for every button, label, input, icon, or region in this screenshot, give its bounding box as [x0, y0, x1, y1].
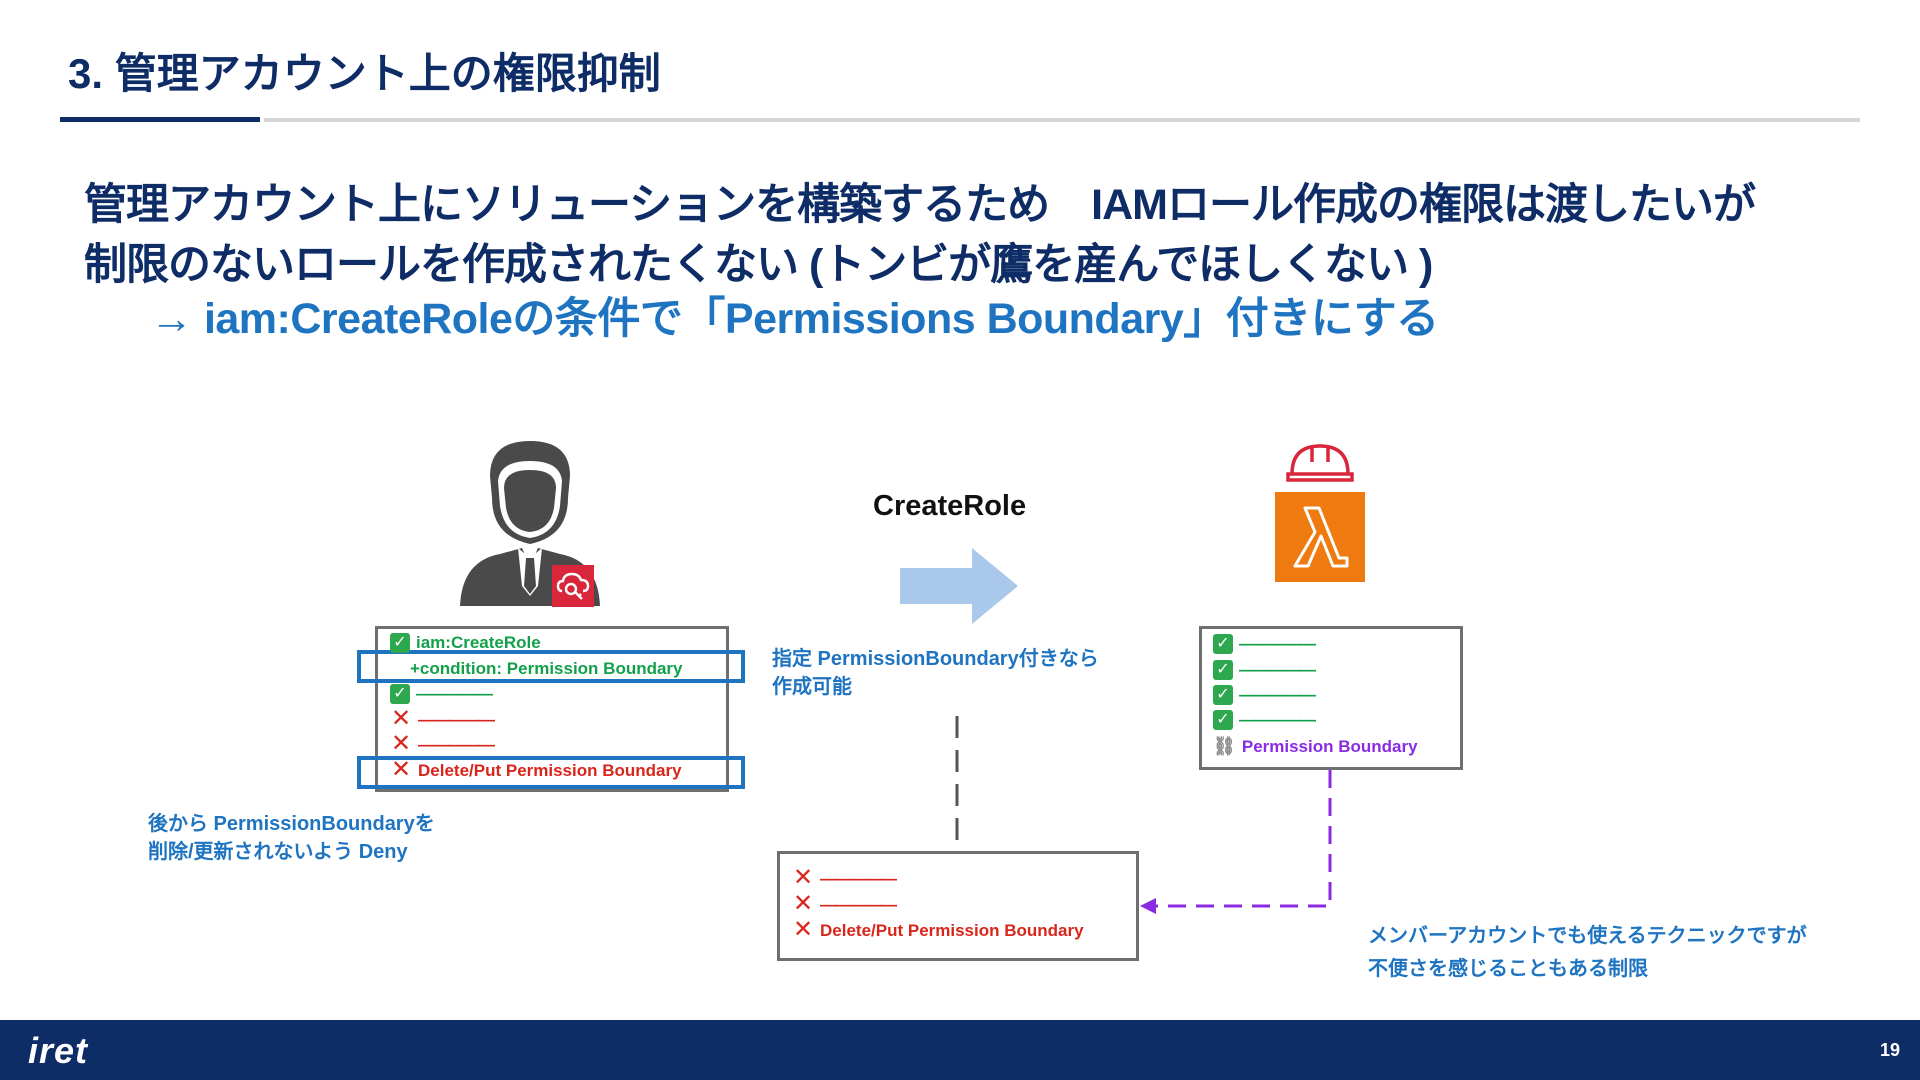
note-left-line-1: 後から PermissionBoundaryを: [148, 813, 435, 835]
left-policy-line-5: ✕―――――: [390, 730, 495, 757]
left-policy-line-1: ✓iam:CreateRole: [390, 633, 541, 653]
note-right-line-1: メンバーアカウントでも使えるテクニックですが: [1368, 925, 1807, 947]
right-policy-box: [1199, 626, 1463, 770]
note-right-line-2: 不便さを感じることもある制限: [1368, 958, 1648, 980]
bottom-policy-box: [777, 851, 1139, 961]
footer-bar: [0, 1020, 1920, 1080]
cross-icon: ✕: [792, 864, 814, 891]
bottom-policy-line-1: ✕―――――: [792, 864, 897, 891]
right-policy-line-3: ✓―――――: [1213, 685, 1316, 705]
title-underline: [264, 118, 1860, 122]
check-icon: ✓: [1213, 634, 1233, 654]
note-left-line-2: 削除/更新されないよう Deny: [148, 841, 408, 863]
bottom-policy-line-3: ✕Delete/Put Permission Boundary: [792, 916, 1084, 943]
note-center-line-2: 作成可能: [772, 676, 852, 698]
title-underline-accent: [60, 117, 260, 122]
lambda-icon: [1275, 492, 1365, 582]
heading-line-2: 制限のないロールを作成されたくない (トンビが鷹を産んでほしくない ): [84, 241, 1433, 289]
left-policy-line-3: ✓―――――: [390, 684, 493, 704]
arrow-right-icon: [900, 548, 1018, 624]
note-right: メンバーアカウントでも使えるテクニックですが 不便さを感じることもある制限: [1368, 920, 1807, 986]
bottom-policy-line-2: ✕―――――: [792, 890, 897, 917]
helmet-icon: [1286, 444, 1354, 482]
iam-badge-icon: [552, 565, 594, 607]
heading-line-1: 管理アカウント上にソリューションを構築するため IAMロール作成の権限は渡したい…: [84, 181, 1756, 229]
left-policy-line-6: ✕Delete/Put Permission Boundary: [390, 756, 682, 783]
right-policy-line-4: ✓―――――: [1213, 710, 1316, 730]
cross-icon: ✕: [390, 730, 412, 757]
cross-icon: ✕: [390, 705, 412, 732]
cross-icon: ✕: [792, 890, 814, 917]
left-policy-line-2: +condition: Permission Boundary: [410, 659, 683, 678]
check-icon: ✓: [1213, 685, 1233, 705]
right-policy-line-2: ✓―――――: [1213, 660, 1316, 680]
right-policy-line-5: ⛓Permission Boundary: [1213, 736, 1418, 756]
check-icon: ✓: [390, 633, 410, 653]
link-icon: ⛓: [1213, 736, 1236, 756]
check-icon: ✓: [1213, 660, 1233, 680]
deny-highlight: [357, 756, 745, 789]
page-number: 19: [1879, 1040, 1900, 1060]
condition-highlight: [357, 650, 745, 683]
cross-icon: ✕: [390, 756, 412, 783]
left-policy-line-4: ✕―――――: [390, 705, 495, 732]
note-center: 指定 PermissionBoundary付きなら 作成可能: [772, 645, 1099, 701]
check-icon: ✓: [1213, 710, 1233, 730]
check-icon: ✓: [390, 684, 410, 704]
subheading: → iam:CreateRoleの条件で「Permissions Boundar…: [150, 295, 1439, 343]
cross-icon: ✕: [792, 916, 814, 943]
company-logo: iret: [28, 1030, 89, 1071]
right-policy-line-1: ✓―――――: [1213, 634, 1316, 654]
note-center-line-1: 指定 PermissionBoundary付きなら: [772, 648, 1099, 670]
note-left: 後から PermissionBoundaryを 削除/更新されないよう Deny: [148, 810, 435, 866]
slide-title: 3. 管理アカウント上の権限抑制: [68, 50, 661, 97]
arrow-label: CreateRole: [873, 490, 1027, 522]
